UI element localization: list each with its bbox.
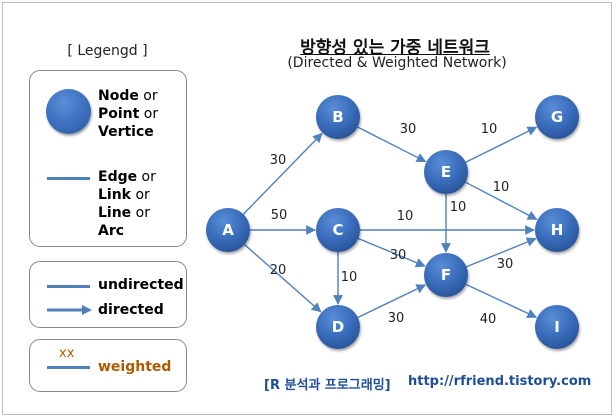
legend-directed-text: directed	[98, 301, 164, 319]
node-circle-g	[535, 95, 579, 139]
legend-edge-symbol	[47, 177, 90, 180]
legend-undirected-symbol	[47, 285, 90, 288]
node-circle-h	[535, 208, 579, 252]
node-circle-i	[535, 305, 579, 349]
edge-d-f	[357, 284, 427, 319]
node-circle-e	[424, 150, 468, 194]
edge-f-i	[465, 283, 538, 318]
node-label-f: F	[441, 266, 451, 284]
weight-label-e-f: 10	[450, 200, 467, 215]
weight-label-a-c: 50	[271, 208, 288, 223]
legend-node-text: Node or Point or Vertice	[98, 87, 158, 141]
node-circle-a	[206, 208, 250, 252]
node-circle-f	[424, 253, 468, 297]
edge-b-e	[357, 126, 427, 163]
node-circle-c	[316, 208, 360, 252]
node-label-g: G	[551, 108, 563, 126]
node-d: D	[316, 305, 360, 349]
legend-directed-label: directed	[98, 302, 164, 318]
diagram-title: 방향성 있는 가중 네트워크	[300, 38, 490, 58]
diagram-subtitle: (Directed & Weighted Network)	[287, 55, 507, 71]
legend-edge-term: Edge	[98, 169, 138, 185]
weight-label-c-f: 30	[390, 248, 407, 263]
legend-weight-mark: xx	[59, 346, 75, 361]
node-label-b: B	[332, 108, 343, 126]
weight-label-a-b: 30	[270, 153, 287, 168]
node-label-c: C	[332, 221, 343, 239]
legend-line-term: Line	[98, 205, 132, 221]
footer-blog-url[interactable]: http://rfriend.tistory.com	[408, 374, 592, 389]
node-circle-d	[316, 305, 360, 349]
legend-weight-box: xx weighted	[29, 339, 187, 392]
weight-label-e-g: 10	[481, 122, 498, 137]
legend-point-or: or	[139, 106, 159, 122]
node-i: I	[535, 305, 579, 349]
weight-label-d-f: 30	[388, 311, 405, 326]
node-label-a: A	[222, 221, 234, 239]
legend-arc-term: Arc	[98, 223, 125, 239]
weight-label-c-d: 10	[341, 270, 358, 285]
legend-node-symbol	[46, 89, 91, 134]
edge-f-h	[466, 237, 537, 268]
legend-title: [ Legengd ]	[67, 43, 148, 59]
legend-edge-or: or	[137, 169, 156, 185]
footer-blog-name: [R 분석과 프로그래밍]	[264, 378, 391, 393]
legend-direction-box: undirected directed	[29, 261, 187, 328]
legend-node-edge-box: Node or Point or Vertice Edge or Link or…	[29, 70, 187, 247]
edge-e-g	[465, 126, 538, 163]
legend-link-term: Link	[98, 187, 131, 203]
edge-a-b	[242, 132, 323, 215]
node-circle-b	[316, 95, 360, 139]
legend-link-or: or	[131, 187, 150, 203]
node-f: F	[424, 253, 468, 297]
edge-c-f	[358, 237, 426, 268]
edge-a-d	[244, 244, 322, 313]
legend-edge-text: Edge or Link or Line or Arc	[98, 168, 156, 240]
node-h: H	[535, 208, 579, 252]
node-label-i: I	[554, 318, 560, 336]
weight-label-f-h: 30	[497, 257, 514, 272]
node-label-e: E	[441, 163, 451, 181]
legend-line-or: or	[131, 205, 150, 221]
legend-point-term: Point	[98, 106, 140, 122]
node-label-d: D	[332, 318, 344, 336]
legend-weighted-label: weighted	[98, 359, 172, 375]
edge-e-h	[465, 181, 538, 220]
weight-label-c-h: 10	[397, 209, 414, 224]
node-c: C	[316, 208, 360, 252]
weight-label-a-d: 20	[270, 263, 287, 278]
node-a: A	[206, 208, 250, 252]
legend-weighted-text: weighted	[98, 358, 171, 376]
legend-directed-symbol	[47, 305, 92, 315]
weight-label-e-h: 10	[493, 180, 510, 195]
legend-undirected-text: undirected	[98, 276, 184, 294]
weight-label-f-i: 40	[480, 312, 497, 327]
node-e: E	[424, 150, 468, 194]
legend-weighted-symbol	[47, 366, 90, 369]
node-g: G	[535, 95, 579, 139]
node-b: B	[316, 95, 360, 139]
legend-node-term: Node	[98, 88, 139, 104]
legend-vertice-term: Vertice	[98, 124, 154, 140]
legend-undirected-label: undirected	[98, 277, 184, 293]
node-label-h: H	[551, 221, 564, 239]
legend-node-or: or	[138, 88, 158, 104]
weight-label-b-e: 30	[400, 122, 417, 137]
